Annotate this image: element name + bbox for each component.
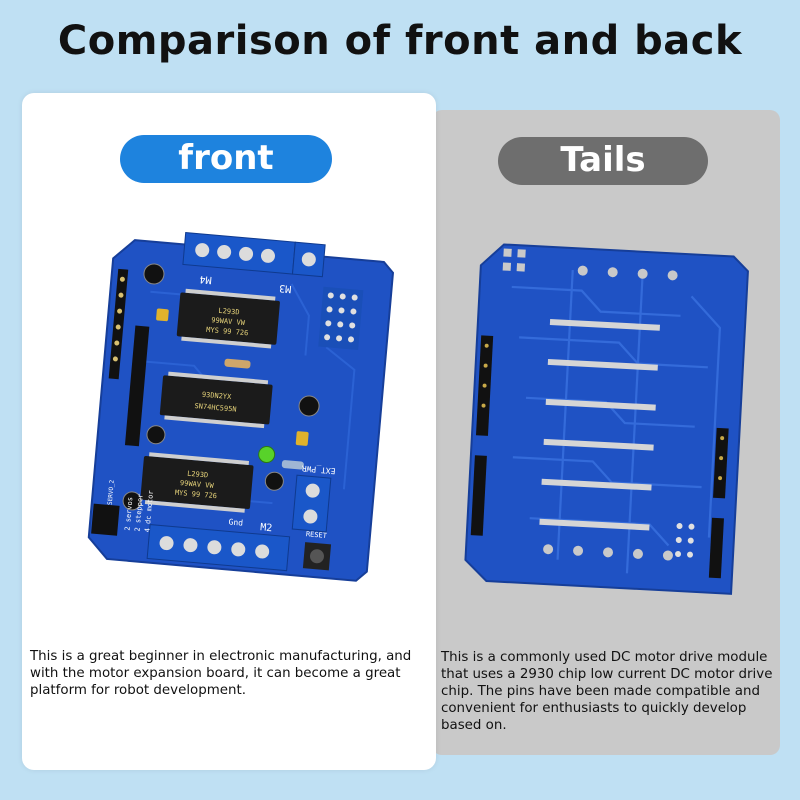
chip-1: L293D 99WAV VW MYS 99 726 xyxy=(176,292,280,345)
svg-text:SN74HC595N: SN74HC595N xyxy=(194,402,237,414)
front-board-image: L293D 99WAV VW MYS 99 726 93DN2YX SN74HC… xyxy=(80,220,400,610)
chip-2: 93DN2YX SN74HC595N xyxy=(159,375,273,425)
svg-text:93DN2YX: 93DN2YX xyxy=(202,391,233,402)
svg-text:2 servos: 2 servos xyxy=(124,497,135,531)
page-title: Comparison of front and back xyxy=(57,18,743,64)
svg-text:RESET: RESET xyxy=(306,530,328,540)
svg-text:L293D: L293D xyxy=(187,470,209,480)
svg-text:99WAV VW: 99WAV VW xyxy=(180,479,215,490)
svg-text:2 stepper: 2 stepper xyxy=(133,493,144,531)
svg-text:99WAV VW: 99WAV VW xyxy=(211,316,246,327)
svg-text:SER1: SER1 xyxy=(82,492,90,507)
svg-text:4 dc motor: 4 dc motor xyxy=(143,490,155,533)
back-description: This is a commonly used DC motor drive m… xyxy=(441,650,773,733)
front-description: This is a great beginner in electronic m… xyxy=(30,649,412,698)
svg-text:EXT_PWR: EXT_PWR xyxy=(301,464,336,476)
back-board-image xyxy=(455,232,755,607)
svg-text:M4: M4 xyxy=(199,273,212,285)
svg-text:M2: M2 xyxy=(260,522,273,534)
svg-text:SERVO_2: SERVO_2 xyxy=(107,479,116,505)
svg-text:M3: M3 xyxy=(279,282,292,294)
svg-text:MYS 99 726: MYS 99 726 xyxy=(175,489,218,501)
svg-text:L293D: L293D xyxy=(218,307,240,317)
front-label: front xyxy=(120,135,332,183)
back-label: Tails xyxy=(498,137,708,185)
svg-text:Gnd: Gnd xyxy=(228,517,243,527)
svg-text:MYS 99 726: MYS 99 726 xyxy=(206,326,249,338)
chip-3: L293D 99WAV VW MYS 99 726 xyxy=(140,455,254,510)
